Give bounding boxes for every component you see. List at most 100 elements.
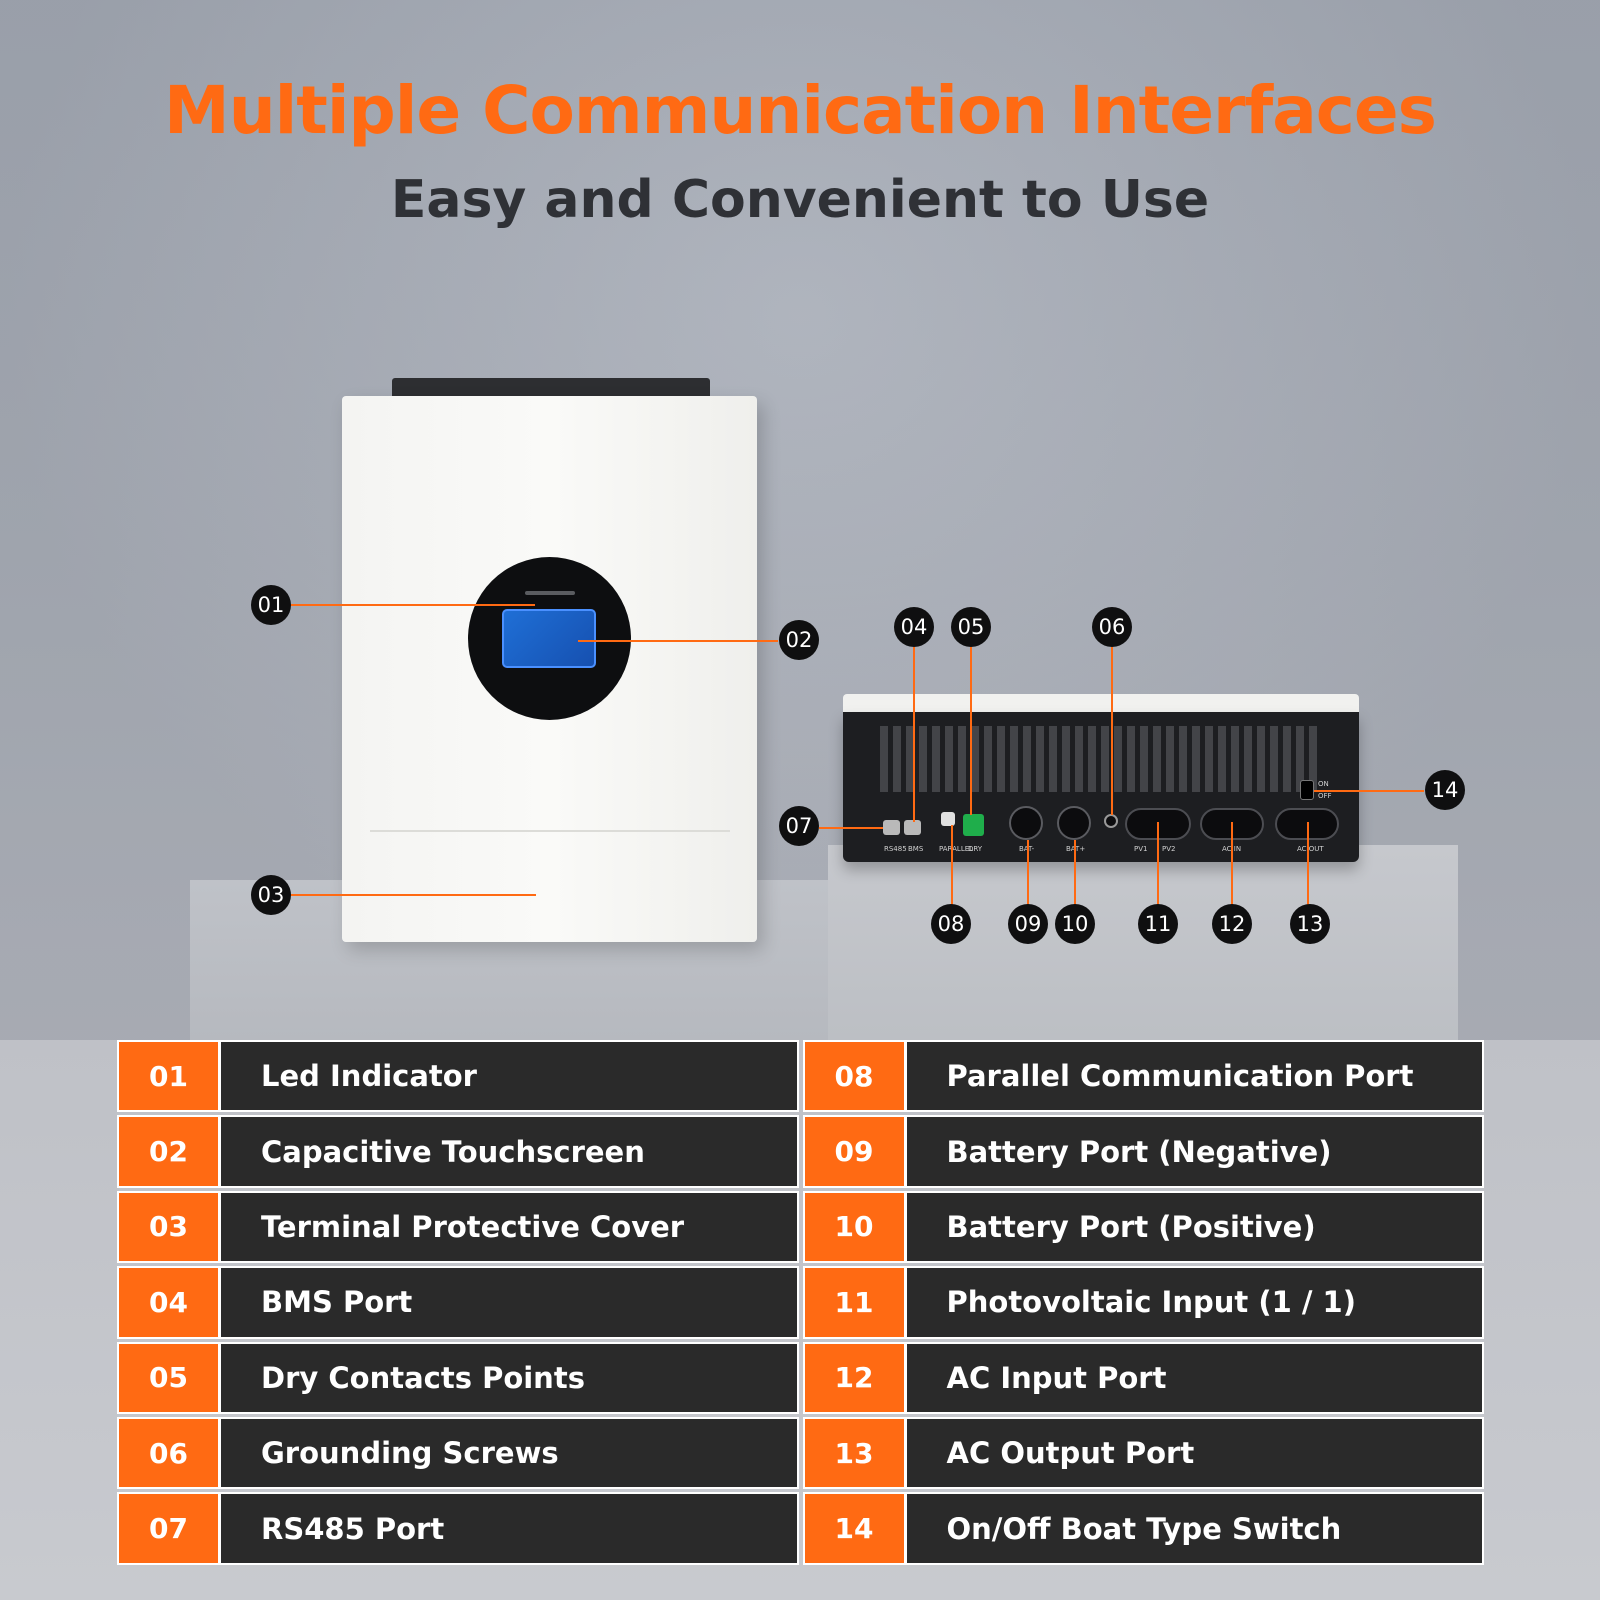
legend-row: 01 Led Indicator (117, 1040, 799, 1113)
legend-row: 12 AC Input Port (802, 1341, 1484, 1414)
legend-label: Grounding Screws (261, 1436, 559, 1471)
legend-row: 03 Terminal Protective Cover (117, 1190, 799, 1264)
legend-row: 13 AC Output Port (802, 1416, 1484, 1490)
legend-label: AC Output Port (946, 1436, 1195, 1471)
leader-line-14 (1314, 790, 1424, 792)
legend-number: 01 (119, 1042, 221, 1111)
callout-08: 08 (931, 904, 971, 944)
legend-number: 12 (804, 1343, 907, 1412)
legend-row: 02 Capacitive Touchscreen (117, 1115, 799, 1188)
page-title: Multiple Communication Interfaces (164, 72, 1437, 149)
legend-row: 04 BMS Port (117, 1266, 799, 1339)
callout-13: 13 (1290, 904, 1330, 944)
legend-label: Parallel Communication Port (946, 1059, 1414, 1094)
leader-line-10 (1074, 840, 1076, 922)
legend-row: 05 Dry Contacts Points (117, 1341, 799, 1414)
parallel-port-icon (941, 812, 955, 826)
callout-11: 11 (1138, 904, 1178, 944)
inverter-back-top (843, 694, 1359, 716)
callout-10: 10 (1055, 904, 1095, 944)
legend-label: Battery Port (Negative) (946, 1134, 1332, 1169)
legend-number: 13 (804, 1418, 907, 1488)
legend-label: Led Indicator (261, 1059, 477, 1094)
legend-number: 05 (119, 1343, 221, 1412)
legend-label: AC Input Port (946, 1360, 1167, 1395)
callout-12: 12 (1212, 904, 1252, 944)
legend-label: RS485 Port (261, 1511, 445, 1546)
leader-line-07 (819, 827, 883, 829)
callout-03: 03 (251, 875, 291, 915)
battery-negative-terminal-icon (1009, 806, 1043, 840)
rs485-port-icon (883, 820, 900, 835)
leader-line-06 (1111, 647, 1113, 815)
terminal-cover-seam (370, 830, 730, 832)
label-pv2: PV2 (1162, 845, 1176, 853)
label-dry: DRY (968, 845, 983, 853)
legend-label: On/Off Boat Type Switch (946, 1511, 1342, 1546)
legend-number: 07 (119, 1494, 221, 1563)
legend-number: 14 (804, 1494, 907, 1563)
callout-14: 14 (1425, 770, 1465, 810)
leader-line-02 (578, 640, 778, 642)
leader-line-09 (1027, 840, 1029, 922)
label-parallel: PARALLEL (939, 845, 974, 853)
callout-09: 09 (1008, 904, 1048, 944)
legend-number: 02 (119, 1117, 221, 1186)
legend-number: 06 (119, 1418, 221, 1488)
dry-contact-terminal-icon (963, 814, 984, 836)
label-ac-out: AC OUT (1297, 845, 1324, 853)
bms-port-icon (904, 820, 921, 835)
leader-line-03 (291, 894, 536, 896)
legend-label: Battery Port (Positive) (946, 1209, 1316, 1244)
label-pv1: PV1 (1134, 845, 1148, 853)
label-off: OFF (1318, 792, 1332, 800)
legend-row: 10 Battery Port (Positive) (802, 1190, 1484, 1264)
pedestal-right (828, 845, 1458, 1040)
legend-number: 03 (119, 1192, 221, 1262)
led-indicator-strip (525, 591, 575, 595)
boat-switch-icon (1300, 780, 1314, 800)
legend-label: Photovoltaic Input (1 / 1) (946, 1285, 1356, 1320)
legend-row: 11 Photovoltaic Input (1 / 1) (802, 1266, 1484, 1339)
legend-number: 11 (804, 1268, 907, 1337)
leader-line-11 (1157, 822, 1159, 922)
leader-line-01 (291, 604, 535, 606)
legend-label: Terminal Protective Cover (261, 1209, 685, 1244)
callout-02: 02 (779, 620, 819, 660)
label-bat-neg: BAT- (1019, 845, 1034, 853)
label-on: ON (1318, 780, 1329, 788)
legend-label: Dry Contacts Points (261, 1360, 585, 1395)
leader-line-08 (951, 825, 953, 923)
legend-row: 06 Grounding Screws (117, 1416, 799, 1490)
vent-grille (880, 726, 1320, 792)
legend-row: 09 Battery Port (Negative) (802, 1115, 1484, 1188)
callout-06: 06 (1092, 607, 1132, 647)
leader-line-04 (913, 647, 915, 822)
callout-04: 04 (894, 607, 934, 647)
inverter-mounting-bar (392, 378, 710, 400)
leader-line-05 (970, 647, 972, 815)
touchscreen-display (502, 609, 596, 668)
legend-row: 14 On/Off Boat Type Switch (802, 1492, 1484, 1565)
legend-number: 08 (804, 1042, 907, 1111)
page-subtitle: Easy and Convenient to Use (390, 170, 1210, 230)
legend-row: 08 Parallel Communication Port (802, 1040, 1484, 1113)
legend-column-left: 01 Led Indicator 02 Capacitive Touchscreen… (117, 1040, 799, 1567)
label-bms: BMS (908, 845, 924, 853)
battery-positive-terminal-icon (1057, 806, 1091, 840)
callout-05: 05 (951, 607, 991, 647)
leader-line-12 (1231, 822, 1233, 922)
legend-row: 07 RS485 Port (117, 1492, 799, 1565)
legend-label: BMS Port (261, 1285, 413, 1320)
callout-07: 07 (779, 806, 819, 846)
legend-table: 01 Led Indicator 02 Capacitive Touchscreen… (117, 1040, 1484, 1567)
callout-01: 01 (251, 585, 291, 625)
grounding-screw-icon (1104, 814, 1118, 828)
label-rs485: RS485 (884, 845, 907, 853)
legend-number: 10 (804, 1192, 907, 1262)
legend-label: Capacitive Touchscreen (261, 1134, 645, 1169)
legend-number: 09 (804, 1117, 907, 1186)
leader-line-13 (1307, 822, 1309, 922)
legend-number: 04 (119, 1268, 221, 1337)
